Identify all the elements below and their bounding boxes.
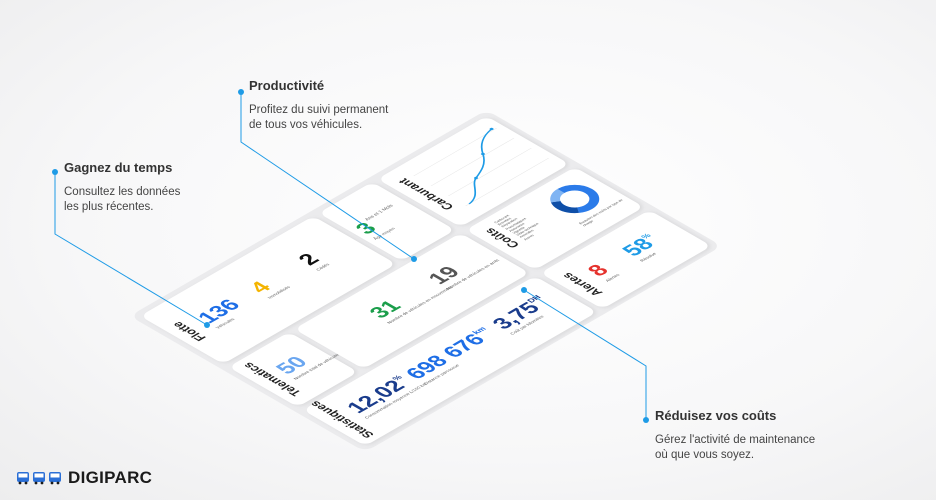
callout-gagnez-description: Consultez les données les plus récentes.: [64, 185, 180, 215]
chart-point: [474, 176, 478, 180]
callout-reduisez-title: Réduisez vos coûts: [655, 408, 777, 423]
donut-segment: [550, 184, 600, 214]
chart-line: [468, 128, 493, 205]
bus-icon: [17, 472, 29, 485]
callout-reduisez-line: Gérez l'activité de maintenance: [655, 434, 816, 446]
metric-immobilises: 4 Immobilisés: [244, 273, 292, 300]
bus-icon: [33, 472, 45, 485]
card-carburant: Carburant: [377, 116, 570, 227]
dashboard-plane: Flotte 136 Véhicules 4 Immobilisés 2 Céd…: [129, 110, 722, 452]
brand-name: DIGIPARC: [68, 468, 153, 487]
chart-grid: [413, 127, 550, 207]
chart-point: [489, 127, 494, 131]
bus-icon: [49, 472, 61, 485]
metric-alertes: 8 Alertes: [582, 261, 621, 283]
callout-gagnez-line: Consultez les données: [64, 186, 181, 198]
metric-age-label: Âge moyen: [372, 226, 397, 241]
metric-age-suffix: Ans et 1 Mois: [363, 203, 396, 222]
callout-productivite-line: de tous vos véhicules.: [249, 119, 363, 131]
metric-age: 3Ans et 1 Mois Âge moyen: [350, 203, 415, 241]
callout-productivite: Productivité Profitez du suivi permanent…: [249, 78, 388, 133]
metric-vehicules-value: 136: [191, 295, 246, 327]
card-couts: Coûts Carburant Entretien Réparation Pne…: [465, 167, 645, 270]
chart-point: [480, 152, 485, 156]
callout-reduisez-vos-couts: Réduisez vos coûts Gérez l'activité de m…: [655, 408, 815, 463]
callout-productivite-description: Profitez du suivi permanent de tous vos …: [249, 103, 388, 133]
callout-gagnez-line: les plus récentes.: [64, 201, 154, 213]
callout-gagnez-du-temps: Gagnez du temps Consultez les données le…: [64, 160, 180, 215]
digiparc-logo: DIGIPARC: [16, 468, 152, 488]
metric-cout: 3,75DH Coût par kilomètre: [486, 294, 561, 336]
metric-cedes: 2 Cédés: [292, 250, 331, 272]
callout-productivite-title: Productivité: [249, 78, 325, 93]
callout-productivite-line: Profitez du suivi permanent: [249, 104, 389, 116]
metric-cout-value: 3,75: [486, 298, 546, 333]
couts-donut-chart: [550, 184, 600, 214]
callout-reduisez-description: Gérez l'activité de maintenance où que v…: [655, 433, 815, 463]
callout-reduisez-line: où que vous soyez.: [655, 449, 755, 461]
bus-icons: [16, 471, 62, 485]
metric-vehicules: 136 Véhicules: [191, 295, 251, 330]
donut-segment: [550, 184, 600, 214]
callout-gagnez-title: Gagnez du temps: [64, 160, 173, 175]
carburant-line-chart: [413, 127, 550, 207]
metric-resolue: 58% Résolue: [616, 232, 671, 263]
